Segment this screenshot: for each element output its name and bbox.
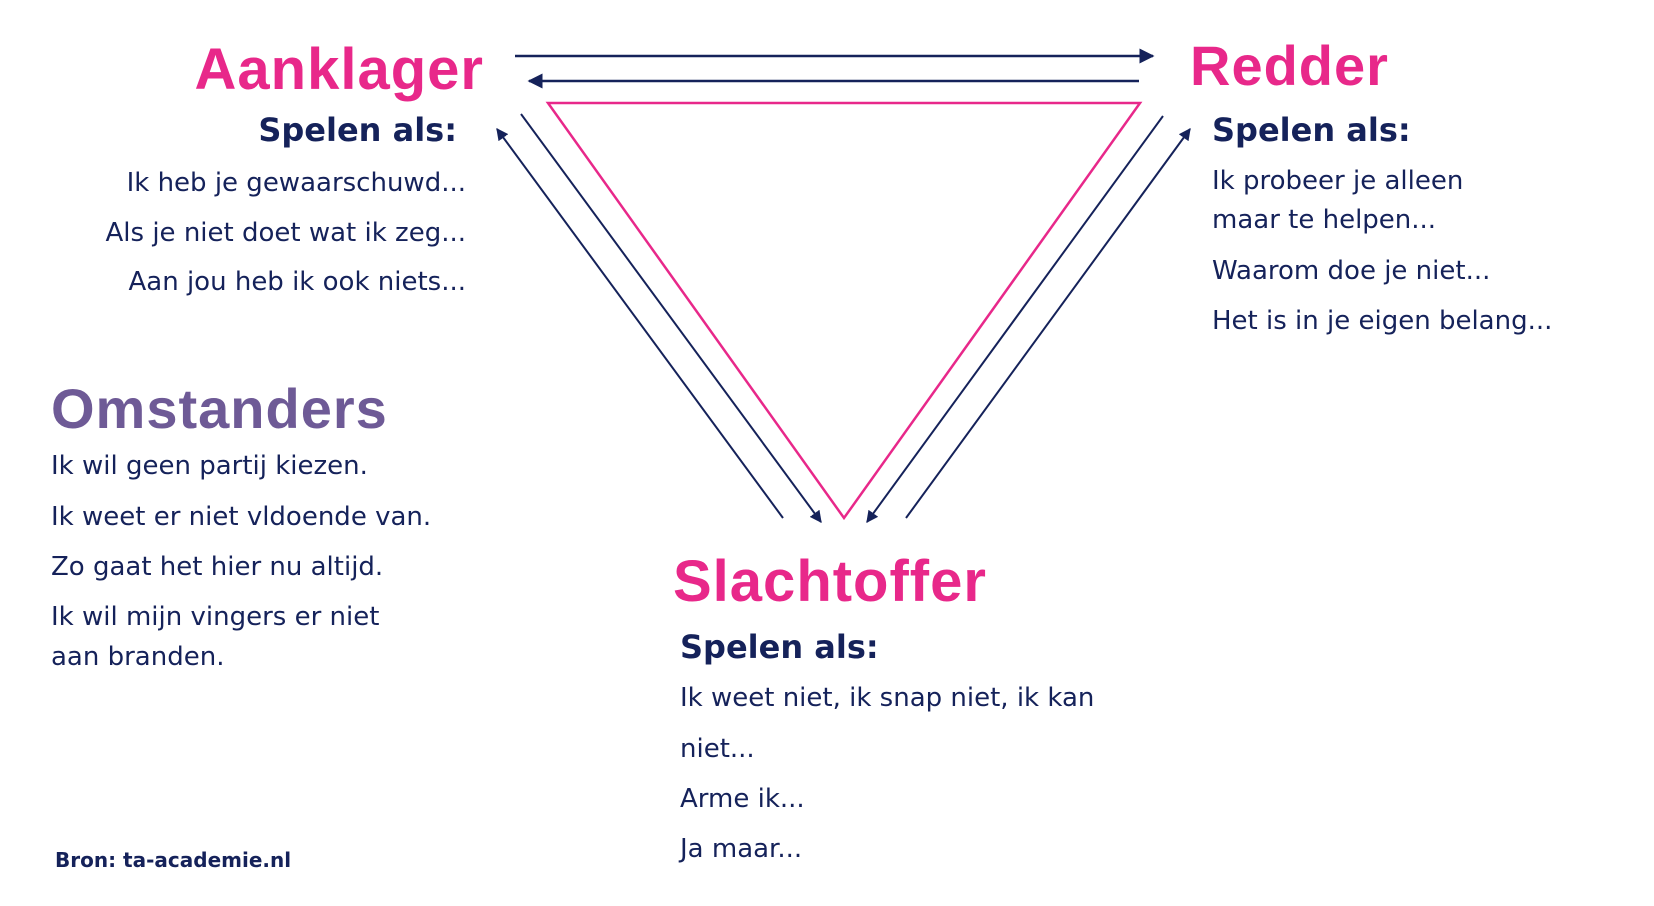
aanklager-subtitle: Spelen als:: [258, 111, 457, 149]
slachtoffer-line: Ja maar...: [680, 834, 803, 864]
arrow-slachtoffer-to-aanklager: [496, 128, 784, 519]
source-credit: Bron: ta-academie.nl: [55, 848, 292, 872]
redder-line: Waarom doe je niet...: [1212, 256, 1491, 286]
arrow-redder-to-slachtoffer: [866, 115, 1164, 523]
slachtoffer-subtitle: Spelen als:: [680, 628, 879, 666]
aanklager-title: Aanklager: [194, 37, 484, 102]
pink-triangle: [545, 101, 1143, 521]
omstanders-line: Ik weet er niet vldoende van.: [51, 502, 432, 532]
omstanders-line: Zo gaat het hier nu altijd.: [51, 552, 384, 582]
aanklager-line: Ik heb je gewaarschuwd...: [126, 168, 466, 198]
redder-line: Het is in je eigen belang...: [1212, 306, 1553, 336]
redder-title: Redder: [1190, 34, 1389, 97]
arrow-aanklager-to-slachtoffer: [520, 113, 822, 523]
redder-line: maar te helpen...: [1212, 205, 1437, 235]
omstanders-line: Ik wil mijn vingers er niet: [51, 602, 380, 632]
arrow-slachtoffer-to-redder: [905, 128, 1191, 519]
aanklager-line: Als je niet doet wat ik zeg...: [105, 218, 466, 248]
slachtoffer-line: Ik weet niet, ik snap niet, ik kan: [680, 683, 1095, 713]
omstanders-line: Ik wil geen partij kiezen.: [51, 451, 368, 481]
omstanders-title: Omstanders: [51, 377, 388, 440]
redder-subtitle: Spelen als:: [1212, 111, 1411, 149]
omstanders-line: aan branden.: [51, 642, 225, 672]
slachtoffer-line: niet...: [680, 734, 755, 764]
slachtoffer-line: Arme ik...: [680, 784, 805, 814]
slachtoffer-title: Slachtoffer: [673, 549, 987, 614]
redder-line: Ik probeer je alleen: [1212, 166, 1464, 196]
aanklager-line: Aan jou heb ik ook niets...: [128, 267, 467, 297]
